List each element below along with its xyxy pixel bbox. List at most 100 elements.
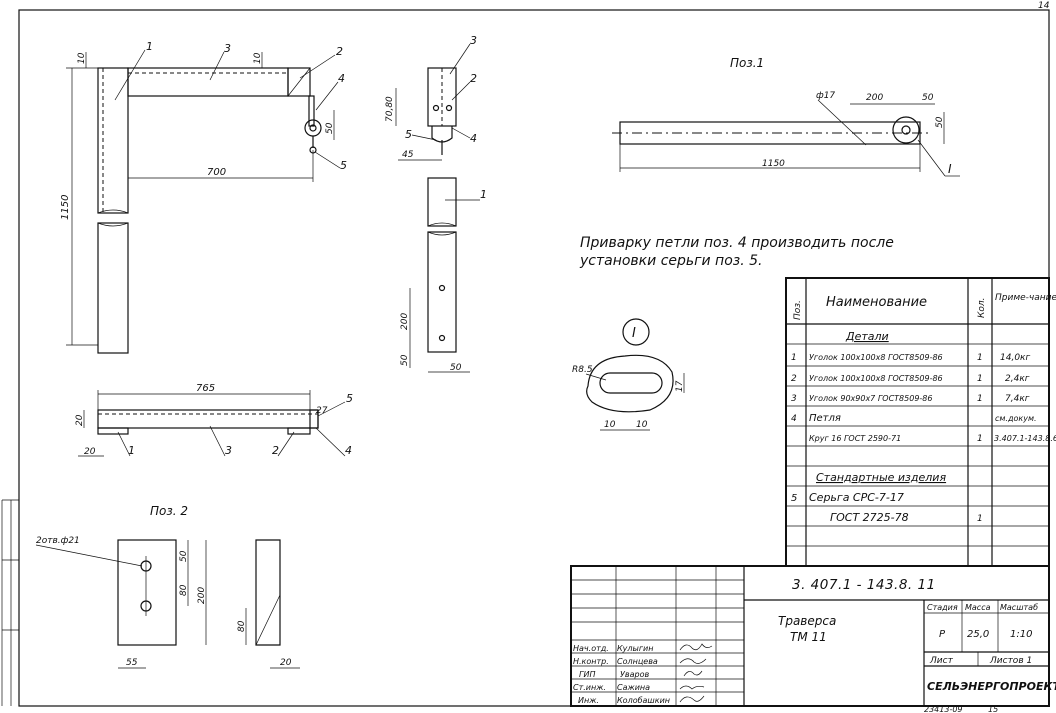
dim-50c: 50 — [450, 363, 462, 373]
spec-row: 2 Уголок 100х100х8 ГОСТ8509-86 1 2,4кг — [791, 374, 1030, 384]
spec-row-1-name: Уголок 100х100х8 ГОСТ8509-86 — [809, 353, 943, 362]
pos1-dim-1150: 1150 — [762, 159, 785, 169]
bottom-leader-5: 5 — [346, 392, 353, 405]
spec-row: 4 Петля см.докум. — [791, 413, 1037, 424]
title-block: Нач.отд. Кулыгин Н.контр. Солнцева ГИП У… — [570, 565, 1056, 713]
side-view: 70,80 45 200 50 50 3 2 5 4 1 — [385, 34, 487, 373]
spec-row-4-pos: 4 — [791, 414, 797, 424]
detail-I: I R8.5 17 10 10 — [572, 318, 685, 431]
signature-1 — [679, 643, 713, 651]
pos1-dim-d17: ф17 — [816, 91, 835, 101]
side-leader-5: 5 — [405, 128, 412, 141]
dim-1150: 1150 — [60, 195, 71, 220]
signer-5-role: Инж. — [578, 696, 599, 705]
detail-I-mark: I — [632, 326, 636, 341]
side-leader-4: 4 — [470, 132, 477, 145]
detail-dim-10a: 10 — [604, 420, 616, 430]
bottom-dim-765: 765 — [196, 383, 215, 394]
dim-50a: 50 — [325, 122, 335, 134]
leader-4: 4 — [338, 72, 345, 85]
pos1-view: Поз.1 1150 200 50 50 ф17 I — [612, 56, 960, 177]
spec-row: 3 Уголок 90х90х7 ГОСТ8509-86 1 7,4кг — [791, 394, 1030, 404]
spec-row-4-name: Петля — [809, 413, 841, 424]
pos2-title: Поз. 2 — [150, 504, 188, 518]
signer-4-role: Ст.инж. — [573, 683, 606, 692]
side-leader-1: 1 — [480, 188, 487, 201]
dim-10b: 10 — [253, 52, 263, 64]
spec-row-3-qty: 1 — [977, 394, 983, 404]
signer-2-name: Солнцева — [617, 657, 658, 666]
pos1-title: Поз.1 — [730, 56, 764, 70]
signer-row: Н.контр. Солнцева — [573, 657, 707, 666]
signer-row: Инж. Колобашкин — [578, 695, 705, 705]
pos2-dim-55: 55 — [126, 658, 138, 668]
sheets-header: Листов 1 — [989, 656, 1032, 666]
leader-3: 3 — [224, 42, 231, 55]
signer-1-name: Кулыгин — [617, 644, 653, 653]
spec-row-1-note: 14,0кг — [1000, 353, 1030, 363]
leader-1: 1 — [146, 40, 153, 53]
pos2-dim-20: 20 — [280, 658, 292, 668]
note-line-2: установки серьги поз. 5. — [579, 253, 762, 269]
pos2-view: Поз. 2 2отв.ф21 50 80 200 55 80 20 — [35, 504, 300, 669]
signature-5 — [679, 695, 705, 703]
pos1-dim-50b: 50 — [935, 116, 945, 128]
side-leader-2: 2 — [470, 72, 477, 85]
item-name-1: Траверса — [778, 614, 836, 628]
bottom-leader-2: 2 — [272, 444, 279, 457]
pos1-detail-callout: I — [948, 162, 952, 176]
note-line-1: Приварку петли поз. 4 производить после — [580, 235, 894, 251]
signer-5-name: Колобашкин — [617, 696, 670, 705]
sheet-header: Лист — [929, 656, 954, 666]
signer-1-role: Нач.отд. — [573, 644, 609, 653]
spec-row-2-qty: 1 — [977, 374, 983, 384]
spec-header-qty: Кол. — [977, 297, 987, 318]
spec-std-row-1-pos: 5 — [791, 493, 797, 504]
spec-row-5-qty: 1 — [977, 434, 983, 444]
spec-row: Круг 16 ГОСТ 2590-71 1 3.407.1-143.8.6 — [809, 434, 1056, 444]
pos2-dim-50: 50 — [179, 550, 189, 562]
document-code: 3. 407.1 - 143.8. 11 — [792, 577, 936, 593]
spec-section-standard: Стандартные изделия — [816, 471, 946, 484]
bottom-dim-27: 27 — [316, 406, 328, 416]
corner-sheet-mark: 14 — [1038, 1, 1050, 11]
spec-row-5-note: 3.407.1-143.8.6 — [994, 434, 1056, 443]
signer-row: ГИП Уваров — [579, 670, 703, 679]
spec-row-3-name: Уголок 90х90х7 ГОСТ8509-86 — [809, 394, 932, 403]
spec-row-3-pos: 3 — [791, 394, 797, 404]
dim-45: 45 — [402, 150, 414, 160]
organization-name: СЕЛЬЭНЕРГОПРОЕКТ — [927, 680, 1056, 693]
pos2-holes-label: 2отв.ф21 — [36, 536, 80, 546]
signer-4-name: Сажина — [617, 683, 650, 692]
signature-4 — [679, 685, 705, 690]
detail-dim-10b: 10 — [636, 420, 648, 430]
spec-row-3-note: 7,4кг — [1005, 394, 1030, 404]
bottom-leader-3: 3 — [225, 444, 232, 457]
dim-50b: 50 — [400, 354, 410, 366]
spec-row-4-note: см.докум. — [995, 414, 1037, 423]
bottom-leader-4: 4 — [345, 444, 352, 457]
leader-5: 5 — [340, 159, 347, 172]
spec-header-note: Приме-чание — [995, 293, 1056, 303]
spec-row: 5 Серьга СРС-7-17 — [791, 491, 904, 504]
signer-3-role: ГИП — [579, 670, 595, 679]
spec-std-row-1-name: Серьга СРС-7-17 — [809, 491, 904, 504]
pos2-dim-200: 200 — [197, 587, 207, 604]
footer-number: 23413-09 — [924, 705, 963, 713]
weld-note: Приварку петли поз. 4 производить после … — [579, 235, 894, 269]
dim-10a: 10 — [77, 52, 87, 64]
stage-header: Стадия — [927, 603, 958, 612]
dim-70-80: 70,80 — [385, 96, 395, 122]
spec-row-1-pos: 1 — [791, 353, 797, 363]
bottom-leader-1: 1 — [128, 444, 135, 457]
spec-row-2-note: 2,4кг — [1005, 374, 1030, 384]
item-name-2: ТМ 11 — [790, 630, 827, 644]
stage-value: Р — [939, 629, 946, 640]
signer-row: Нач.отд. Кулыгин — [573, 643, 713, 653]
dim-200b: 200 — [400, 313, 410, 330]
detail-dim-r85: R8.5 — [572, 365, 593, 375]
mass-value: 25,0 — [967, 629, 989, 640]
signer-row: Ст.инж. Сажина — [573, 683, 705, 692]
spec-header-pos: Поз. — [793, 300, 803, 320]
